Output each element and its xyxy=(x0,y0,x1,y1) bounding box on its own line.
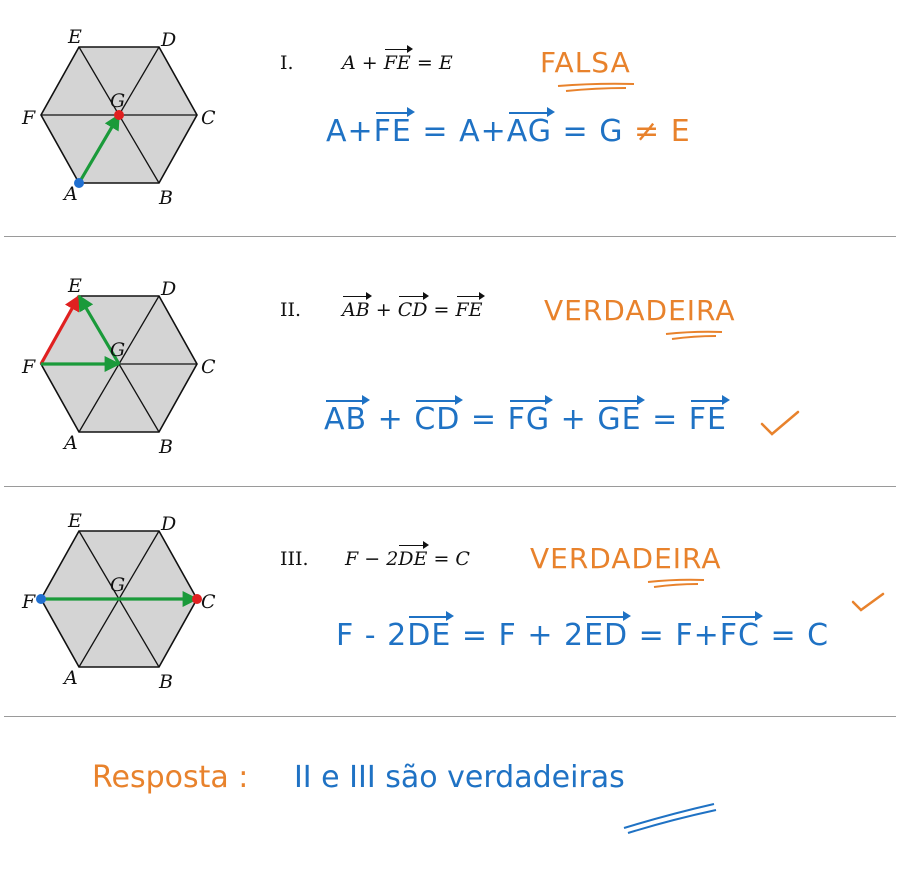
vertex-label-C: C xyxy=(201,107,216,129)
vertex-label-E: E xyxy=(67,26,82,48)
vertex-label-F: F xyxy=(21,591,36,613)
vector-GE xyxy=(77,294,121,365)
item-3-roman: III. xyxy=(280,548,309,570)
vertex-label-A: A xyxy=(62,432,78,454)
vertex-label-C: C xyxy=(201,356,216,378)
item-2-verdict: VERDADEIRA xyxy=(544,294,736,327)
vertex-label-F: F xyxy=(21,356,36,378)
point-C xyxy=(192,594,202,604)
vertex-label-A: A xyxy=(62,183,78,205)
vertex-label-B: B xyxy=(158,436,173,458)
divider-2 xyxy=(4,486,896,487)
vertex-label-D: D xyxy=(160,278,176,300)
answer-line: Resposta : II e III são verdadeiras xyxy=(92,760,625,795)
item-1-verdict: FALSA xyxy=(540,46,631,79)
item-1-work: A+FE = A+AG = G ≠ E xyxy=(326,107,691,149)
item-1-roman: I. xyxy=(280,52,294,74)
vertex-label-G: G xyxy=(110,339,125,361)
vertex-label-A: A xyxy=(62,667,78,689)
divider-1 xyxy=(4,236,896,237)
check-icon-2 xyxy=(760,410,800,436)
hexagon-diagram-3: E D C B A F G xyxy=(21,510,216,693)
vector-AG xyxy=(77,113,121,184)
item-3-verdict: VERDADEIRA xyxy=(530,542,722,575)
item-2: E D C B A F G II. AB + CD = FE VERDADEIRA AB +… xyxy=(0,236,900,486)
vertex-label-E: E xyxy=(67,510,82,532)
divider-3 xyxy=(4,716,896,717)
item-3-work: F - 2DE = F + 2ED = F+FC = C xyxy=(336,611,830,653)
verdict-underline-1 xyxy=(557,82,635,92)
vector-FE xyxy=(39,294,81,365)
vertex-label-F: F xyxy=(21,107,36,129)
answer-underline xyxy=(623,803,717,834)
hexagon-diagram-1: E D C B A F G xyxy=(21,26,216,209)
hexagon-diagram-2: E D C B A F G xyxy=(21,275,216,458)
point-G xyxy=(114,110,124,120)
answer-text: II e III são verdadeiras xyxy=(293,760,625,795)
item-3: E D C B A F G III. F − 2DE = C VERDADEIRA F - … xyxy=(0,486,900,716)
check-icon-3 xyxy=(851,592,885,612)
vertex-label-E: E xyxy=(67,275,82,297)
verdict-underline-3 xyxy=(647,578,705,588)
item-3-statement: F − 2DE = C xyxy=(345,541,470,570)
item-1-statement: A + FE = E xyxy=(342,45,453,74)
item-1: E D C B A F G I. A + FE = E FALSA A+FE = A+AG … xyxy=(0,0,900,236)
point-F xyxy=(36,594,46,604)
item-2-work: AB + CD = FG + GE = FE xyxy=(324,395,731,437)
item-2-roman: II. xyxy=(280,299,302,321)
answer-label: Resposta : xyxy=(92,760,249,795)
vertex-label-B: B xyxy=(158,671,173,693)
item-2-statement: AB + CD = FE xyxy=(342,292,485,321)
verdict-underline-2 xyxy=(665,330,723,340)
vertex-label-D: D xyxy=(160,29,176,51)
vertex-label-C: C xyxy=(201,591,216,613)
vertex-label-G: G xyxy=(110,90,125,112)
vertex-label-B: B xyxy=(158,187,173,209)
vertex-label-G: G xyxy=(110,574,125,596)
point-A xyxy=(74,178,84,188)
vertex-label-D: D xyxy=(160,513,176,535)
